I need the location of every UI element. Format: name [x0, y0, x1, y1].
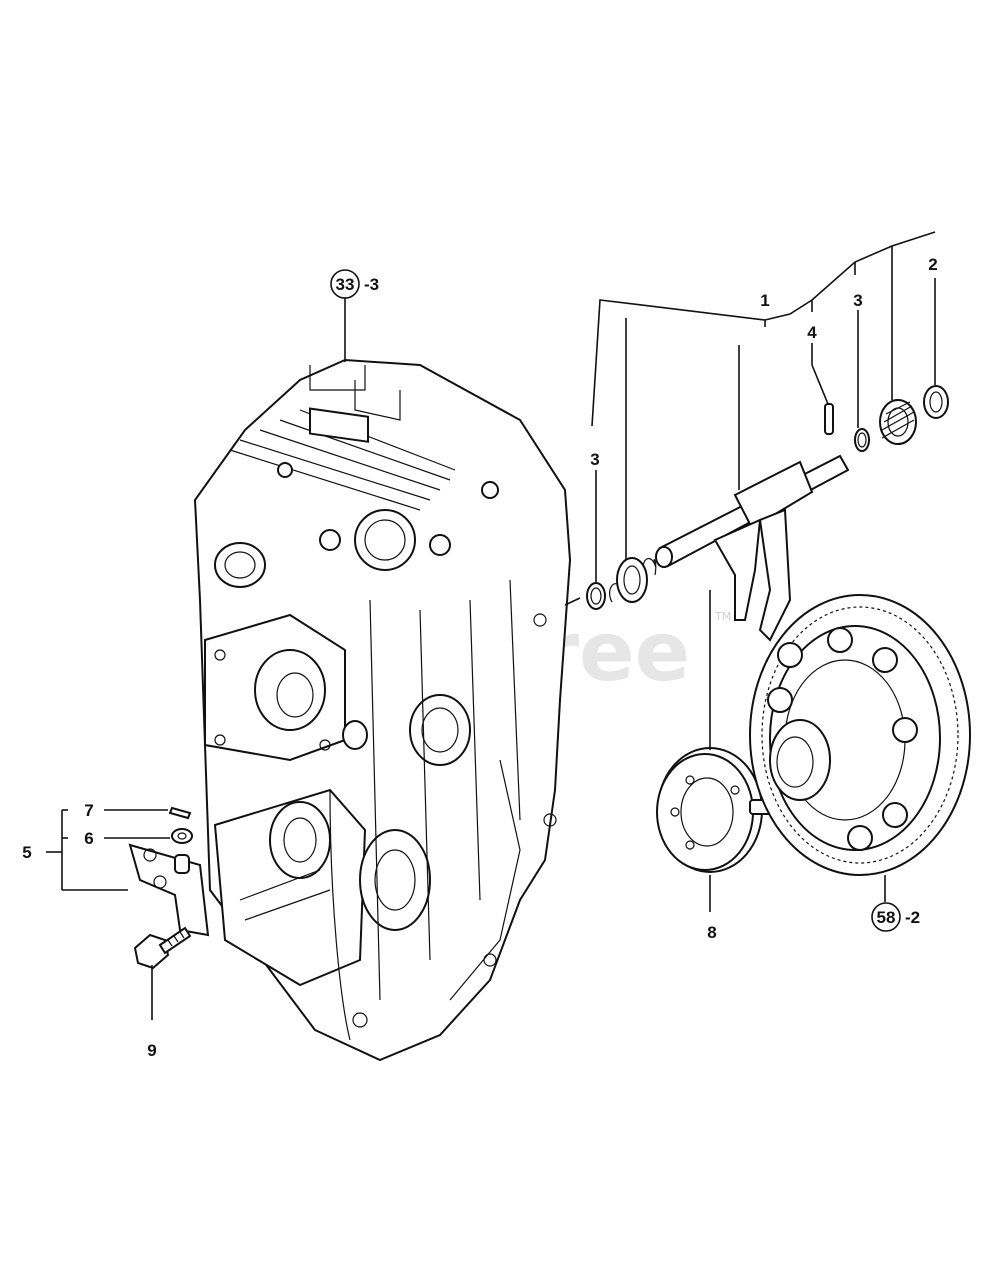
- snap-ring-right[interactable]: [854, 428, 870, 452]
- stopper-plate[interactable]: [128, 843, 210, 937]
- callout-circle: [330, 269, 360, 299]
- callout-item-9: 9: [147, 1041, 156, 1060]
- pin[interactable]: [824, 403, 834, 435]
- snap-ring-left[interactable]: [586, 582, 606, 610]
- detent-spring-right[interactable]: [879, 399, 917, 445]
- callout-item-4: 4: [807, 323, 817, 342]
- shift-fork-shaft[interactable]: [655, 454, 850, 642]
- callout-item-8: 8: [707, 923, 716, 942]
- callout-ref-top: 33 -3: [330, 269, 379, 299]
- callout-item-6: 6: [84, 829, 93, 848]
- callout-item-5: 5: [22, 843, 31, 862]
- ring-gear[interactable]: [749, 594, 971, 876]
- bolt[interactable]: [133, 926, 192, 970]
- callout-item-3-left: 3: [590, 450, 599, 469]
- detent-spring-left[interactable]: [609, 557, 657, 603]
- callout-ref-gear: 58 -2: [871, 902, 920, 932]
- washer-right[interactable]: [923, 385, 949, 419]
- callout-circle: [871, 902, 901, 932]
- callout-item-3-right: 3: [853, 291, 862, 310]
- callout-item-1: 1: [760, 291, 769, 310]
- transmission-case[interactable]: [193, 358, 572, 1062]
- callout-item-7: 7: [84, 801, 93, 820]
- callout-ref-gear-number: 58: [877, 908, 896, 927]
- gear-bolts: [767, 627, 918, 851]
- cotter-pin[interactable]: [168, 806, 192, 820]
- washer-small[interactable]: [171, 828, 193, 844]
- callout-ref-top-number: 33: [336, 275, 355, 294]
- watermark-tm: TM: [714, 610, 731, 623]
- drive-hub[interactable]: [656, 747, 773, 873]
- leader-lines: [46, 231, 936, 1020]
- callout-ref-top-suffix: -3: [364, 275, 379, 294]
- callout-ref-gear-suffix: -2: [905, 908, 920, 927]
- callout-item-2: 2: [928, 255, 937, 274]
